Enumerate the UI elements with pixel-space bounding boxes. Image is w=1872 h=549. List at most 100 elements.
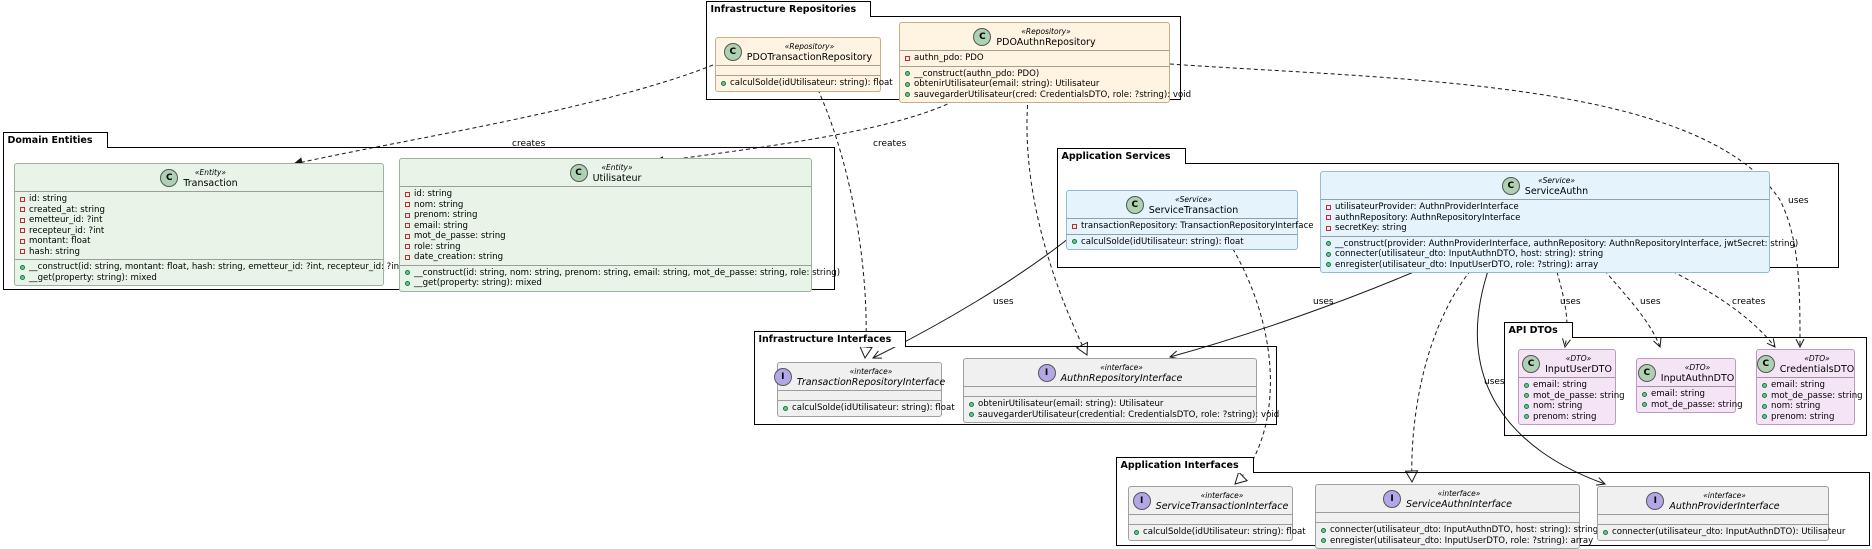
edge-label-uses-authn-repo: uses xyxy=(1313,297,1334,307)
public-icon xyxy=(905,92,910,98)
method-text: calculSolde(idUtilisateur: string): floa… xyxy=(730,78,893,88)
stereotype-label: «DTO» xyxy=(1684,363,1711,372)
attributes-section: transactionRepository: TransactionReposi… xyxy=(1067,219,1314,235)
public-icon xyxy=(405,270,410,276)
class-header: C«Service»ServiceTransaction xyxy=(1067,191,1297,219)
attributes-section xyxy=(1316,513,1579,523)
class-header: C«DTO»CredentialsDTO xyxy=(1756,350,1854,378)
public-icon xyxy=(1762,393,1767,399)
method-text: sauvegarderUtilisateur(credential: Crede… xyxy=(978,409,1280,420)
public-icon xyxy=(783,405,788,411)
attribute-text: role: string xyxy=(414,241,461,252)
private-icon xyxy=(405,254,410,260)
attribute: recepteur_id: ?int xyxy=(20,226,378,237)
methods-section: obtenirUtilisateur(email: string): Utili… xyxy=(964,397,1279,422)
method: __construct(id: string, nom: string, pre… xyxy=(405,268,840,279)
field: prenom: string xyxy=(1762,412,1849,423)
public-icon xyxy=(1762,382,1767,388)
field: nom: string xyxy=(1762,401,1849,412)
public-icon xyxy=(20,264,25,270)
method: __construct(provider: AuthnProviderInter… xyxy=(1326,239,1798,250)
edge-label-uses-transaction-repo: uses xyxy=(993,297,1014,307)
method-text: enregister(utilisateur_dto: InputUserDTO… xyxy=(1330,535,1594,546)
class-name: PDOAuthnRepository xyxy=(996,37,1096,48)
method-text: __construct(id: string, nom: string, pre… xyxy=(414,267,841,278)
attributes-section xyxy=(1598,515,1828,525)
class-badge-icon: C xyxy=(723,43,742,61)
attribute: date_creation: string xyxy=(405,252,806,263)
stereotype-label: «interface» xyxy=(1703,491,1746,500)
stereotype-label: «Service» xyxy=(1538,176,1575,185)
method: obtenirUtilisateur(email: string): Utili… xyxy=(905,79,1164,90)
edge-uses-authn-provider xyxy=(1476,264,1605,484)
class-header: C«Service»ServiceAuthn xyxy=(1321,172,1769,200)
methods-section: __construct(id: string, nom: string, pre… xyxy=(400,266,840,291)
package-title: API DTOs xyxy=(1503,322,1573,338)
public-icon xyxy=(1524,393,1529,399)
field-text: mot_de_passe: string xyxy=(1771,390,1863,401)
attribute: transactionRepository: TransactionReposi… xyxy=(1072,221,1314,232)
attributes-section xyxy=(778,391,941,401)
edge-label-uses-input-user-dto: uses xyxy=(1560,297,1581,307)
method: __construct(authn_pdo: PDO) xyxy=(905,69,1164,80)
class-badge-icon: C xyxy=(569,164,588,182)
class-title: «interface»ServiceAuthnInterface xyxy=(1406,488,1512,510)
package-api-dtos: API DTOs xyxy=(1503,322,1867,436)
method-text: calculSolde(idUtilisateur: string): floa… xyxy=(792,403,955,413)
class-badge-icon: C xyxy=(973,28,992,46)
stereotype-label: «interface» xyxy=(1100,363,1143,372)
method-text: __construct(provider: AuthnProviderInter… xyxy=(1335,238,1799,249)
public-icon xyxy=(905,81,910,87)
attribute: email: string xyxy=(405,221,806,232)
method-text: obtenirUtilisateur(email: string): Utili… xyxy=(914,79,1100,89)
interface-badge-icon: I xyxy=(1037,364,1056,382)
stereotype-label: «Service» xyxy=(1175,195,1212,204)
class-title: «Entity»Utilisateur xyxy=(593,162,642,184)
method-text: enregister(utilisateur_dto: InputUserDTO… xyxy=(1335,259,1599,270)
edge-uses-credentials-from-repo xyxy=(1169,63,1800,347)
private-icon xyxy=(405,202,410,208)
private-icon xyxy=(1072,223,1077,229)
class-header: C«DTO»InputAuthnDTO xyxy=(1637,359,1735,387)
method: sauvegarderUtilisateur(cred: Credentials… xyxy=(905,90,1191,101)
attribute-text: hash: string xyxy=(29,246,80,257)
package-title: Infrastructure Interfaces xyxy=(753,331,907,347)
method-text: calculSolde(idUtilisateur: string): floa… xyxy=(1081,236,1244,247)
attribute-text: montant: float xyxy=(29,236,91,246)
methods-section: __construct(authn_pdo: PDO)obtenirUtilis… xyxy=(900,67,1191,103)
field: mot_de_passe: string xyxy=(1762,391,1863,402)
private-icon xyxy=(405,191,410,197)
interface-badge-icon: I xyxy=(1646,492,1665,510)
class-title: «DTO»CredentialsDTO xyxy=(1780,353,1854,375)
edge-creates-credentials xyxy=(1659,264,1775,347)
class-badge-icon: C xyxy=(1637,364,1656,382)
package-title: Application Interfaces xyxy=(1115,457,1254,473)
method: connecter(utilisateur_dto: InputAuthnDTO… xyxy=(1321,525,1598,536)
package-infrastructure-interfaces: Infrastructure Interfaces xyxy=(753,331,1277,425)
class-title: «DTO»InputUserDTO xyxy=(1545,353,1612,375)
private-icon xyxy=(405,244,410,250)
public-icon xyxy=(969,401,974,407)
class-header: I«interface»TransactionRepositoryInterfa… xyxy=(773,363,945,391)
attribute-text: emetteur_id: ?int xyxy=(29,215,103,225)
attribute-text: date_creation: string xyxy=(414,252,504,262)
attribute-text: created_at: string xyxy=(29,204,105,215)
field: nom: string xyxy=(1524,401,1610,412)
public-icon xyxy=(969,412,974,418)
methods-section: connecter(utilisateur_dto: InputAuthnDTO… xyxy=(1316,523,1598,548)
public-icon xyxy=(1524,414,1529,420)
private-icon xyxy=(20,228,25,234)
attribute-text: authn_pdo: PDO xyxy=(914,53,984,63)
public-icon xyxy=(1134,529,1139,535)
private-icon xyxy=(1326,215,1331,221)
field-text: prenom: string xyxy=(1533,411,1597,422)
edge-realize-service-authn xyxy=(1404,264,1476,484)
field-text: prenom: string xyxy=(1771,411,1835,422)
method-text: __get(property: string): mixed xyxy=(414,278,542,288)
methods-section: calculSolde(idUtilisateur: string): floa… xyxy=(1067,235,1297,250)
